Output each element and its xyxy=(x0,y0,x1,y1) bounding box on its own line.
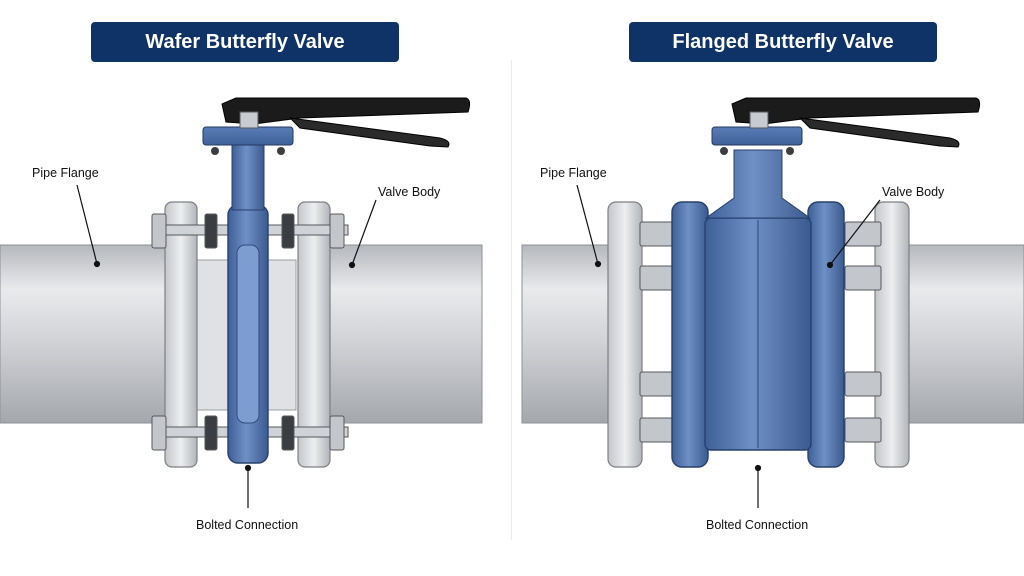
wafer-valve-drawing xyxy=(0,97,483,468)
left-pipe-inlet xyxy=(0,244,176,424)
flanged-valve-drawing xyxy=(521,97,1024,468)
left-valve-neck xyxy=(231,139,265,211)
right-pipe-flange-a xyxy=(607,201,643,468)
left-top-plate xyxy=(202,126,294,146)
right-bolted-connection-label: Bolted Connection xyxy=(706,518,809,532)
right-pipe-flange-b xyxy=(874,201,910,468)
flanged-valve-title: Flanged Butterfly Valve xyxy=(629,22,937,62)
right-pipe-inlet xyxy=(521,244,618,424)
right-bolts xyxy=(639,221,882,443)
left-handle xyxy=(221,97,471,125)
right-valve-flange-b xyxy=(807,201,845,468)
left-valve-body-label: Valve Body xyxy=(378,185,441,199)
left-leaders xyxy=(76,184,377,508)
left-pipe-outlet xyxy=(319,244,483,424)
right-valve-flange-a xyxy=(671,201,709,468)
right-pipe-outlet xyxy=(904,244,1024,424)
left-bolted-connection-label: Bolted Connection xyxy=(196,518,299,532)
left-pipe-flange-label: Pipe Flange xyxy=(32,166,99,180)
right-valve-neck xyxy=(704,149,812,219)
left-pipe-flange-b xyxy=(297,201,331,468)
wafer-valve-title: Wafer Butterfly Valve xyxy=(91,22,399,62)
right-leaders xyxy=(576,184,881,508)
right-valve-body-label: Valve Body xyxy=(882,185,945,199)
panel-divider xyxy=(511,60,512,540)
right-handle xyxy=(731,97,981,125)
right-pipe-flange-label: Pipe Flange xyxy=(540,166,607,180)
left-pipe-flange-a xyxy=(164,201,198,468)
